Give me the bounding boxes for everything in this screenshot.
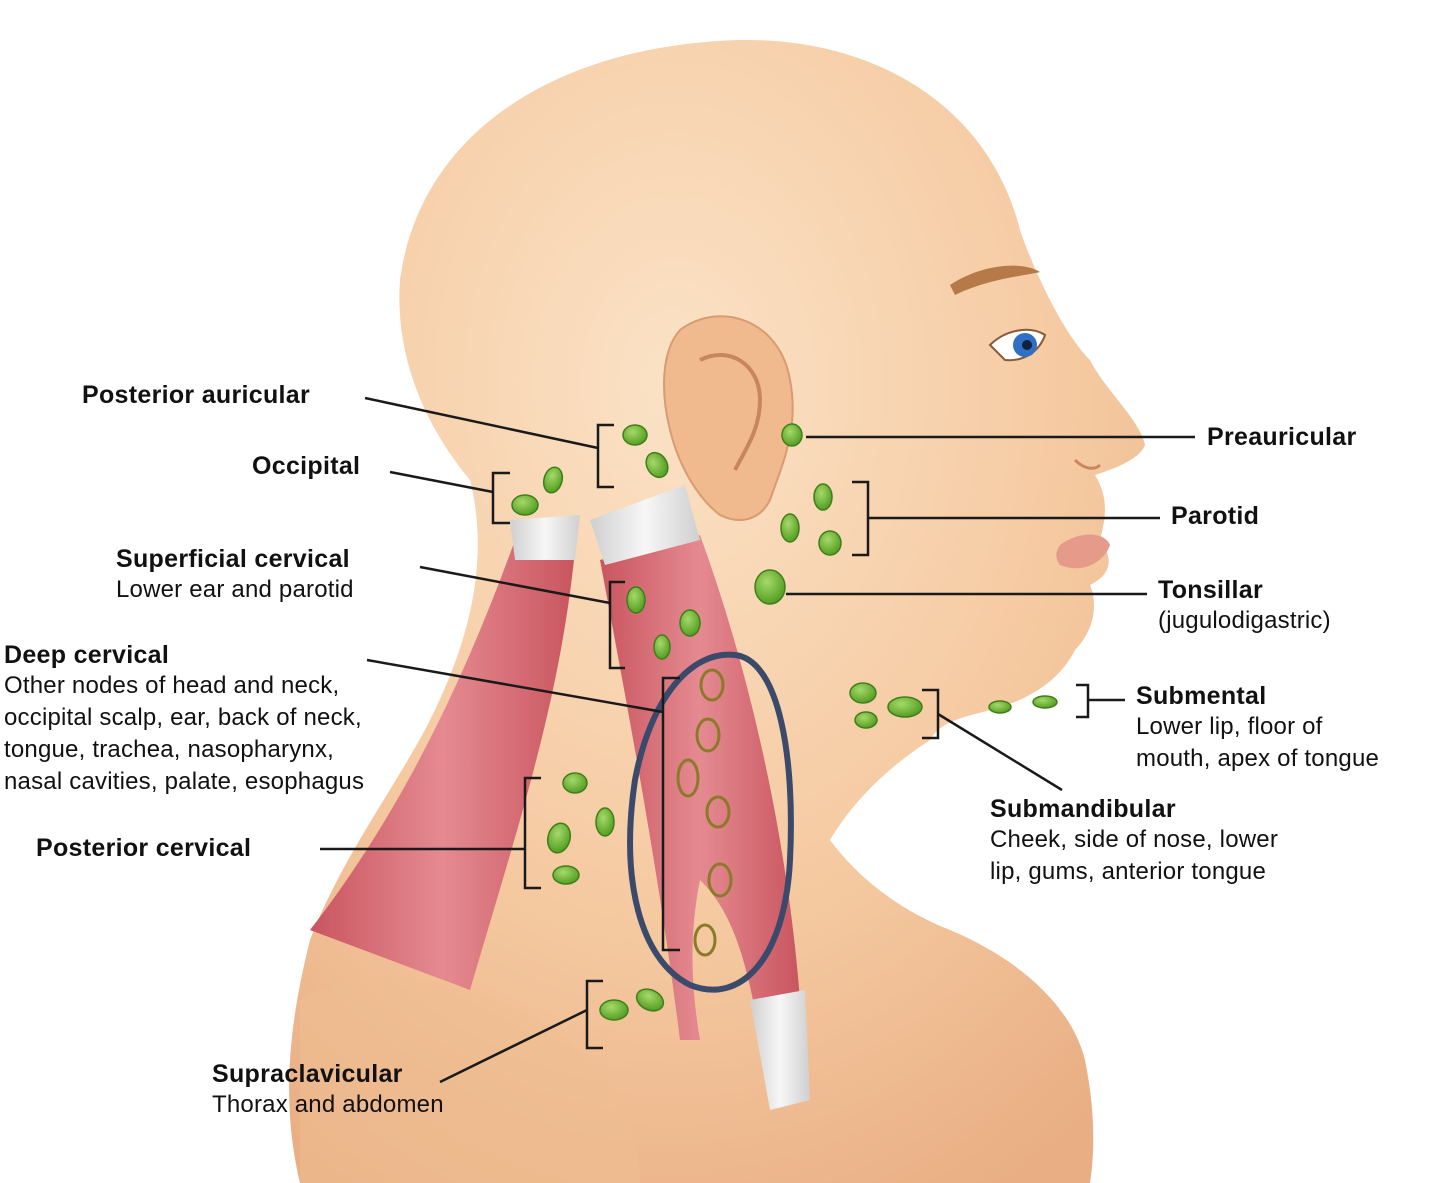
lymph-node (542, 466, 564, 494)
label-desc: (jugulodigastric) (1158, 606, 1331, 634)
lymph-node (626, 586, 646, 614)
bracket-posterior-cervical (523, 776, 541, 890)
leader-posterior-auricular (364, 396, 599, 450)
lymph-node (552, 865, 580, 885)
lymph-node (707, 862, 733, 898)
lymph-node (599, 999, 629, 1021)
scm-belly (600, 535, 800, 1040)
label-tonsillar: Tonsillar (jugulodigastric) (1158, 576, 1331, 637)
lymph-node (1032, 695, 1058, 709)
label-deep-cervical: Deep cervical Other nodes of head and ne… (4, 641, 365, 798)
bracket-posterior-auricular (596, 423, 614, 489)
label-submental: Submental Lower lip, floor of mouth, ape… (1136, 682, 1380, 775)
leader-submandibular (937, 712, 1063, 792)
label-title: Submental (1136, 682, 1267, 710)
label-desc: Cheek, side of nose, lower (990, 825, 1279, 853)
label-supraclavicular: Supraclavicular Thorax and abdomen (212, 1060, 444, 1121)
label-title: Superficial cervical (116, 545, 350, 573)
lymph-node (849, 682, 877, 704)
lymph-node (595, 807, 615, 837)
label-superficial-cervical: Superficial cervical Lower ear and parot… (116, 545, 354, 606)
lymph-node (562, 772, 588, 794)
trapezius-muscle (310, 515, 580, 990)
lymph-node (988, 700, 1012, 714)
trapezius-tendon (510, 515, 580, 560)
lymph-node (781, 423, 803, 447)
label-desc: Lower ear and parotid (116, 575, 354, 603)
bracket-submental (1076, 683, 1090, 719)
lymph-node (695, 717, 721, 753)
label-submandibular: Submandibular Cheek, side of nose, lower… (990, 795, 1279, 888)
lymph-node (854, 711, 878, 729)
label-title: Tonsillar (1158, 576, 1264, 604)
label-posterior-cervical: Posterior cervical (36, 834, 252, 863)
label-title: Parotid (1171, 502, 1260, 530)
scm-upper-tendon (590, 485, 700, 565)
ear (663, 315, 794, 521)
nostril (1073, 458, 1102, 470)
deep-cervical-nodes (676, 668, 733, 957)
lymph-node (653, 634, 671, 660)
annotation-circle (627, 651, 794, 993)
ear-inner (699, 353, 763, 471)
lymph-node (699, 668, 725, 702)
scm-lower-tendon (750, 990, 810, 1110)
lymph-node (813, 483, 833, 511)
pupil (1022, 340, 1032, 350)
lymph-node (818, 530, 842, 556)
leader-occipital (389, 470, 494, 494)
lymph-node (676, 758, 700, 798)
label-title: Supraclavicular (212, 1060, 403, 1088)
label-title: Occipital (252, 452, 361, 480)
label-title: Submandibular (990, 795, 1176, 823)
label-desc: Lower lip, floor of (1136, 712, 1323, 740)
label-occipital: Occipital (252, 452, 361, 481)
label-preauricular: Preauricular (1207, 423, 1357, 452)
lips (1056, 534, 1110, 569)
lymph-node (645, 451, 669, 479)
lymph-node (635, 988, 665, 1012)
lymph-node (887, 696, 923, 718)
bracket-deep-cervical (661, 676, 680, 952)
lymph-node (622, 424, 648, 446)
sternocleidomastoid-muscle (590, 485, 810, 1110)
label-posterior-auricular: Posterior auricular (82, 381, 311, 410)
trapezius-belly (310, 540, 575, 990)
label-title: Posterior cervical (36, 834, 252, 862)
lymph-node (780, 513, 800, 543)
label-desc: Other nodes of head and neck, (4, 671, 340, 699)
lymph-node (511, 494, 539, 516)
lymph-node (754, 569, 786, 605)
lymph-node (546, 822, 572, 854)
bracket-occipital (491, 471, 510, 525)
green-lymph-nodes (511, 423, 1058, 1021)
label-parotid: Parotid (1171, 502, 1260, 531)
label-desc: lip, gums, anterior tongue (990, 857, 1267, 885)
leader-deep-cervical (366, 658, 664, 714)
bracket-superficial-cervical (608, 580, 625, 670)
label-desc: Thorax and abdomen (212, 1090, 444, 1118)
label-title: Preauricular (1207, 423, 1357, 451)
eyebrow (950, 265, 1040, 295)
label-desc: mouth, apex of tongue (1136, 744, 1380, 772)
leader-supraclavicular (439, 1008, 588, 1084)
label-desc: occipital scalp, ear, back of neck, (4, 703, 362, 731)
lymph-node (693, 923, 717, 957)
label-title: Posterior auricular (82, 381, 311, 409)
lymph-node (679, 609, 701, 637)
shoulder-shade (300, 977, 640, 1183)
bracket-supraclavicular (585, 979, 603, 1050)
leader-superficial-cervical (419, 565, 611, 605)
label-title: Deep cervical (4, 641, 170, 669)
label-desc: nasal cavities, palate, esophagus (4, 767, 365, 795)
leader-lines (320, 396, 1195, 1084)
lymph-node (705, 795, 731, 829)
label-desc: tongue, trachea, nasopharynx, (4, 735, 335, 763)
